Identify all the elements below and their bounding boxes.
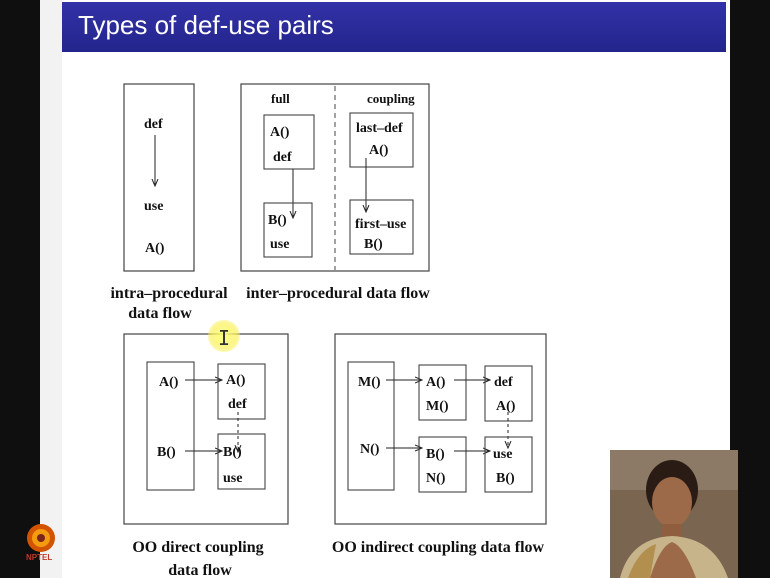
- oo-indirect-right-top-line2: A(): [496, 399, 516, 414]
- oo-indirect-mid-bottom-box: [418, 436, 467, 493]
- inter-coupling-top-line1: last–def: [356, 121, 403, 136]
- inter-coupling-bottom-box: [349, 199, 414, 255]
- oo-indirect-outer-box: [334, 333, 547, 525]
- cursor-highlight: [208, 320, 240, 352]
- oo-direct-callee-b-line1: B(): [223, 445, 242, 460]
- oo-indirect-right-bottom-line2: B(): [496, 471, 515, 486]
- oo-direct-outer-box: [123, 333, 289, 525]
- oo-indirect-mid-top-box: [418, 364, 467, 421]
- nptel-logo-text: NPTEL: [26, 553, 53, 562]
- oo-direct-callee-a-line2: def: [228, 397, 247, 412]
- intra-call: A(): [145, 241, 165, 256]
- inter-full-bottom-box: [263, 202, 313, 258]
- inter-caption: inter–procedural data flow: [246, 285, 430, 302]
- text-cursor-icon: I: [218, 326, 231, 350]
- oo-direct-caller-box: [146, 361, 195, 491]
- oo-indirect-mid-bottom-line2: N(): [426, 471, 446, 486]
- oo-direct-caption-line2: data flow: [168, 562, 232, 578]
- nptel-logo-icon: [27, 524, 55, 552]
- oo-direct-callee-b-box: [217, 433, 266, 490]
- presenter-video: [610, 450, 738, 578]
- oo-indirect-right-top-line1: def: [494, 375, 513, 390]
- inter-outer-box: [240, 83, 430, 272]
- oo-direct-callee-a-line1: A(): [226, 373, 246, 388]
- inter-full-top-line2: def: [273, 150, 292, 165]
- intra-use: use: [144, 199, 163, 214]
- oo-indirect-mid-top-line1: A(): [426, 375, 446, 390]
- intra-box: [123, 83, 195, 272]
- intra-caption-line1: intra–procedural: [110, 285, 228, 302]
- inter-full-bottom-line2: use: [270, 237, 289, 252]
- presenter-icon: [610, 450, 738, 578]
- oo-indirect-mid-bottom-line1: B(): [426, 447, 445, 462]
- inter-full-label: full: [271, 91, 290, 106]
- inter-coupling-top-box: [349, 112, 414, 168]
- inter-full-top-box: [263, 114, 315, 170]
- oo-indirect-right-bottom-box: [484, 436, 533, 493]
- inter-full-bottom-line1: B(): [268, 213, 287, 228]
- oo-indirect-caller-box: [347, 361, 395, 491]
- oo-indirect-mid-top-line2: M(): [426, 399, 449, 414]
- oo-direct-caller-a: A(): [159, 375, 179, 390]
- title-bar: Types of def-use pairs: [62, 2, 726, 52]
- oo-indirect-caller-m: M(): [358, 375, 381, 390]
- left-letterbox: [0, 0, 40, 578]
- inter-full-top-line1: A(): [270, 125, 290, 140]
- oo-indirect-caption: OO indirect coupling data flow: [332, 539, 545, 556]
- intra-def: def: [144, 117, 163, 132]
- inter-coupling-bottom-line1: first–use: [355, 217, 406, 232]
- inter-coupling-top-line2: A(): [369, 143, 389, 158]
- oo-indirect-caller-n: N(): [360, 442, 380, 457]
- inter-coupling-label: coupling: [367, 91, 415, 106]
- slide-title: Types of def-use pairs: [78, 10, 334, 40]
- intra-caption-line2: data flow: [128, 305, 192, 322]
- oo-direct-callee-a-box: [217, 363, 266, 420]
- inter-coupling-bottom-line2: B(): [364, 237, 383, 252]
- oo-direct-caption-line1: OO direct coupling: [132, 539, 263, 556]
- oo-direct-caller-b: B(): [157, 445, 176, 460]
- oo-indirect-right-bottom-line1: use: [493, 447, 512, 462]
- oo-direct-callee-b-line2: use: [223, 471, 242, 486]
- slide-side-strip: [40, 0, 62, 578]
